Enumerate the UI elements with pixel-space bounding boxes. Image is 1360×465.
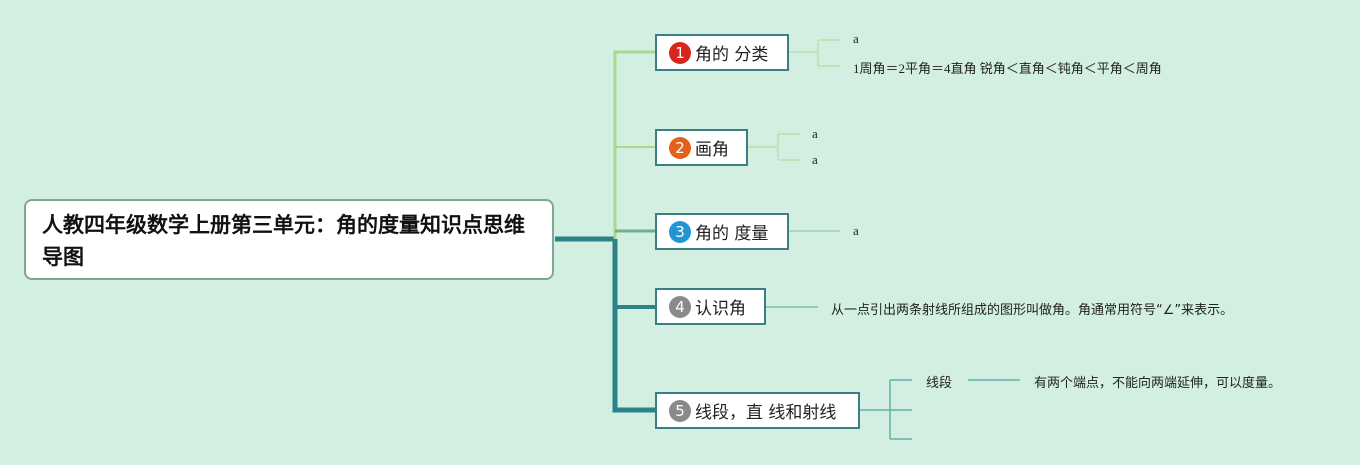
topic-2-label: 画角: [695, 140, 729, 160]
topic-5-child-1-detail[interactable]: 有两个端点，不能向两端延伸，可以度量。: [1034, 376, 1282, 391]
number-badge-5: 5: [669, 399, 691, 422]
topic-4-child-1[interactable]: 从一点引出两条射线所组成的图形叫做角。角通常用符号“∠”来表示。: [831, 303, 1234, 318]
topic-4[interactable]: 4 认识角: [655, 288, 766, 325]
topic-3-child-1[interactable]: a: [853, 223, 859, 238]
topic-1-child-2[interactable]: 1周角＝2平角＝4直角 锐角＜直角＜钝角＜平角＜周角: [853, 61, 1162, 76]
topic-3-label: 角的 度量: [695, 224, 769, 244]
number-badge-1: 1: [669, 41, 691, 64]
topic-2-child-1[interactable]: a: [812, 126, 818, 141]
topic-2-child-2[interactable]: a: [812, 152, 818, 167]
topic-2[interactable]: 2 画角: [655, 129, 748, 166]
number-badge-4: 4: [669, 295, 691, 318]
topic-5-label: 线段，直 线和射线: [695, 403, 837, 423]
topic-5-child-1[interactable]: 线段: [926, 376, 953, 391]
topic-1[interactable]: 1 角的 分类: [655, 34, 789, 71]
number-badge-3: 3: [669, 220, 691, 243]
root-topic[interactable]: 人教四年级数学上册第三单元：角的度量知识点思维导图: [24, 199, 554, 280]
topic-3[interactable]: 3 角的 度量: [655, 213, 789, 250]
number-badge-2: 2: [669, 136, 691, 159]
topic-4-label: 认识角: [695, 299, 746, 319]
topic-1-child-1[interactable]: a: [853, 31, 859, 46]
root-title: 人教四年级数学上册第三单元：角的度量知识点思维导图: [42, 213, 525, 269]
topic-5[interactable]: 5 线段，直 线和射线: [655, 392, 860, 429]
topic-1-label: 角的 分类: [695, 45, 769, 65]
